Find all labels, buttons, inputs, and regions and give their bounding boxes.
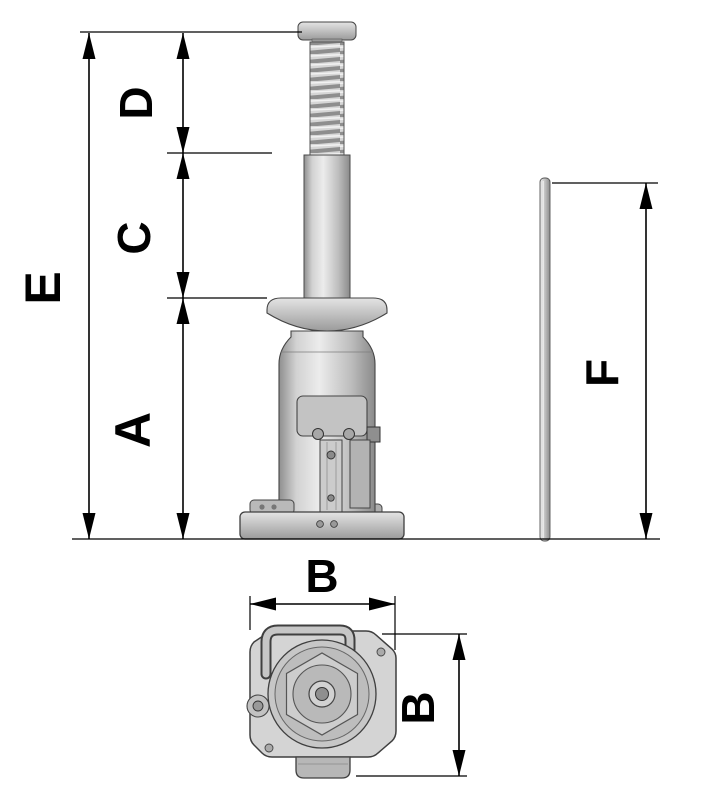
jack-top-view [246,624,397,779]
screw-center-hole [315,687,329,701]
arrow-bdepth-top [452,634,466,660]
dimension-label-d: D [110,86,162,119]
arrow-a-top [176,298,190,324]
bracket-bolt-left [312,428,324,440]
bracket-bolt-right [343,428,355,440]
arrow-bwidth-right [369,597,395,611]
dimension-label-f: F [576,359,628,387]
pump-cylinder [349,439,371,509]
arrow-f-bottom [639,513,653,539]
jack-front-view [239,21,405,540]
handle-rod [539,177,551,542]
arrow-bdepth-bottom [452,750,466,776]
handle-rod-view [539,177,551,542]
ram-piston [303,154,351,303]
dimension-label-b-depth: B [392,691,444,724]
pump-piston-top-bore [252,700,264,712]
arrow-f-top [639,183,653,209]
handle-socket-bracket [296,395,368,437]
base-pin-a [316,520,324,528]
corner-screw-bottom-left [264,743,274,753]
base-tab [295,756,351,779]
link-pin-lower [327,494,335,502]
arrow-c-top [176,153,190,179]
link-pin-upper [326,450,336,460]
dimension-arrowheads [82,33,653,776]
arrow-d-bottom [176,127,190,153]
arrow-d-top [176,33,190,59]
corner-screw-top-right [376,647,386,657]
boss-rivet-b [271,504,277,510]
release-valve [366,426,381,443]
dimension-annotations: E D C A F B B [15,31,660,777]
boss-rivet-a [259,504,265,510]
arrow-e-bottom [82,513,96,539]
dimension-label-c: C [108,221,160,254]
dimension-label-a: A [105,412,161,448]
arrow-bwidth-left [250,597,276,611]
dimension-label-e: E [15,271,71,304]
dimension-label-b-width: B [305,550,338,602]
carry-handle-bail [262,626,354,678]
saddle-collar-flange [266,297,388,332]
arrow-a-bottom [176,513,190,539]
arrow-c-bottom [176,272,190,298]
base-pin-b [330,520,338,528]
extension-screw-thread [309,41,345,157]
dimension-labels: E D C A F B B [15,86,628,724]
arrow-e-top [82,33,96,59]
screw-top-cap [297,21,357,41]
